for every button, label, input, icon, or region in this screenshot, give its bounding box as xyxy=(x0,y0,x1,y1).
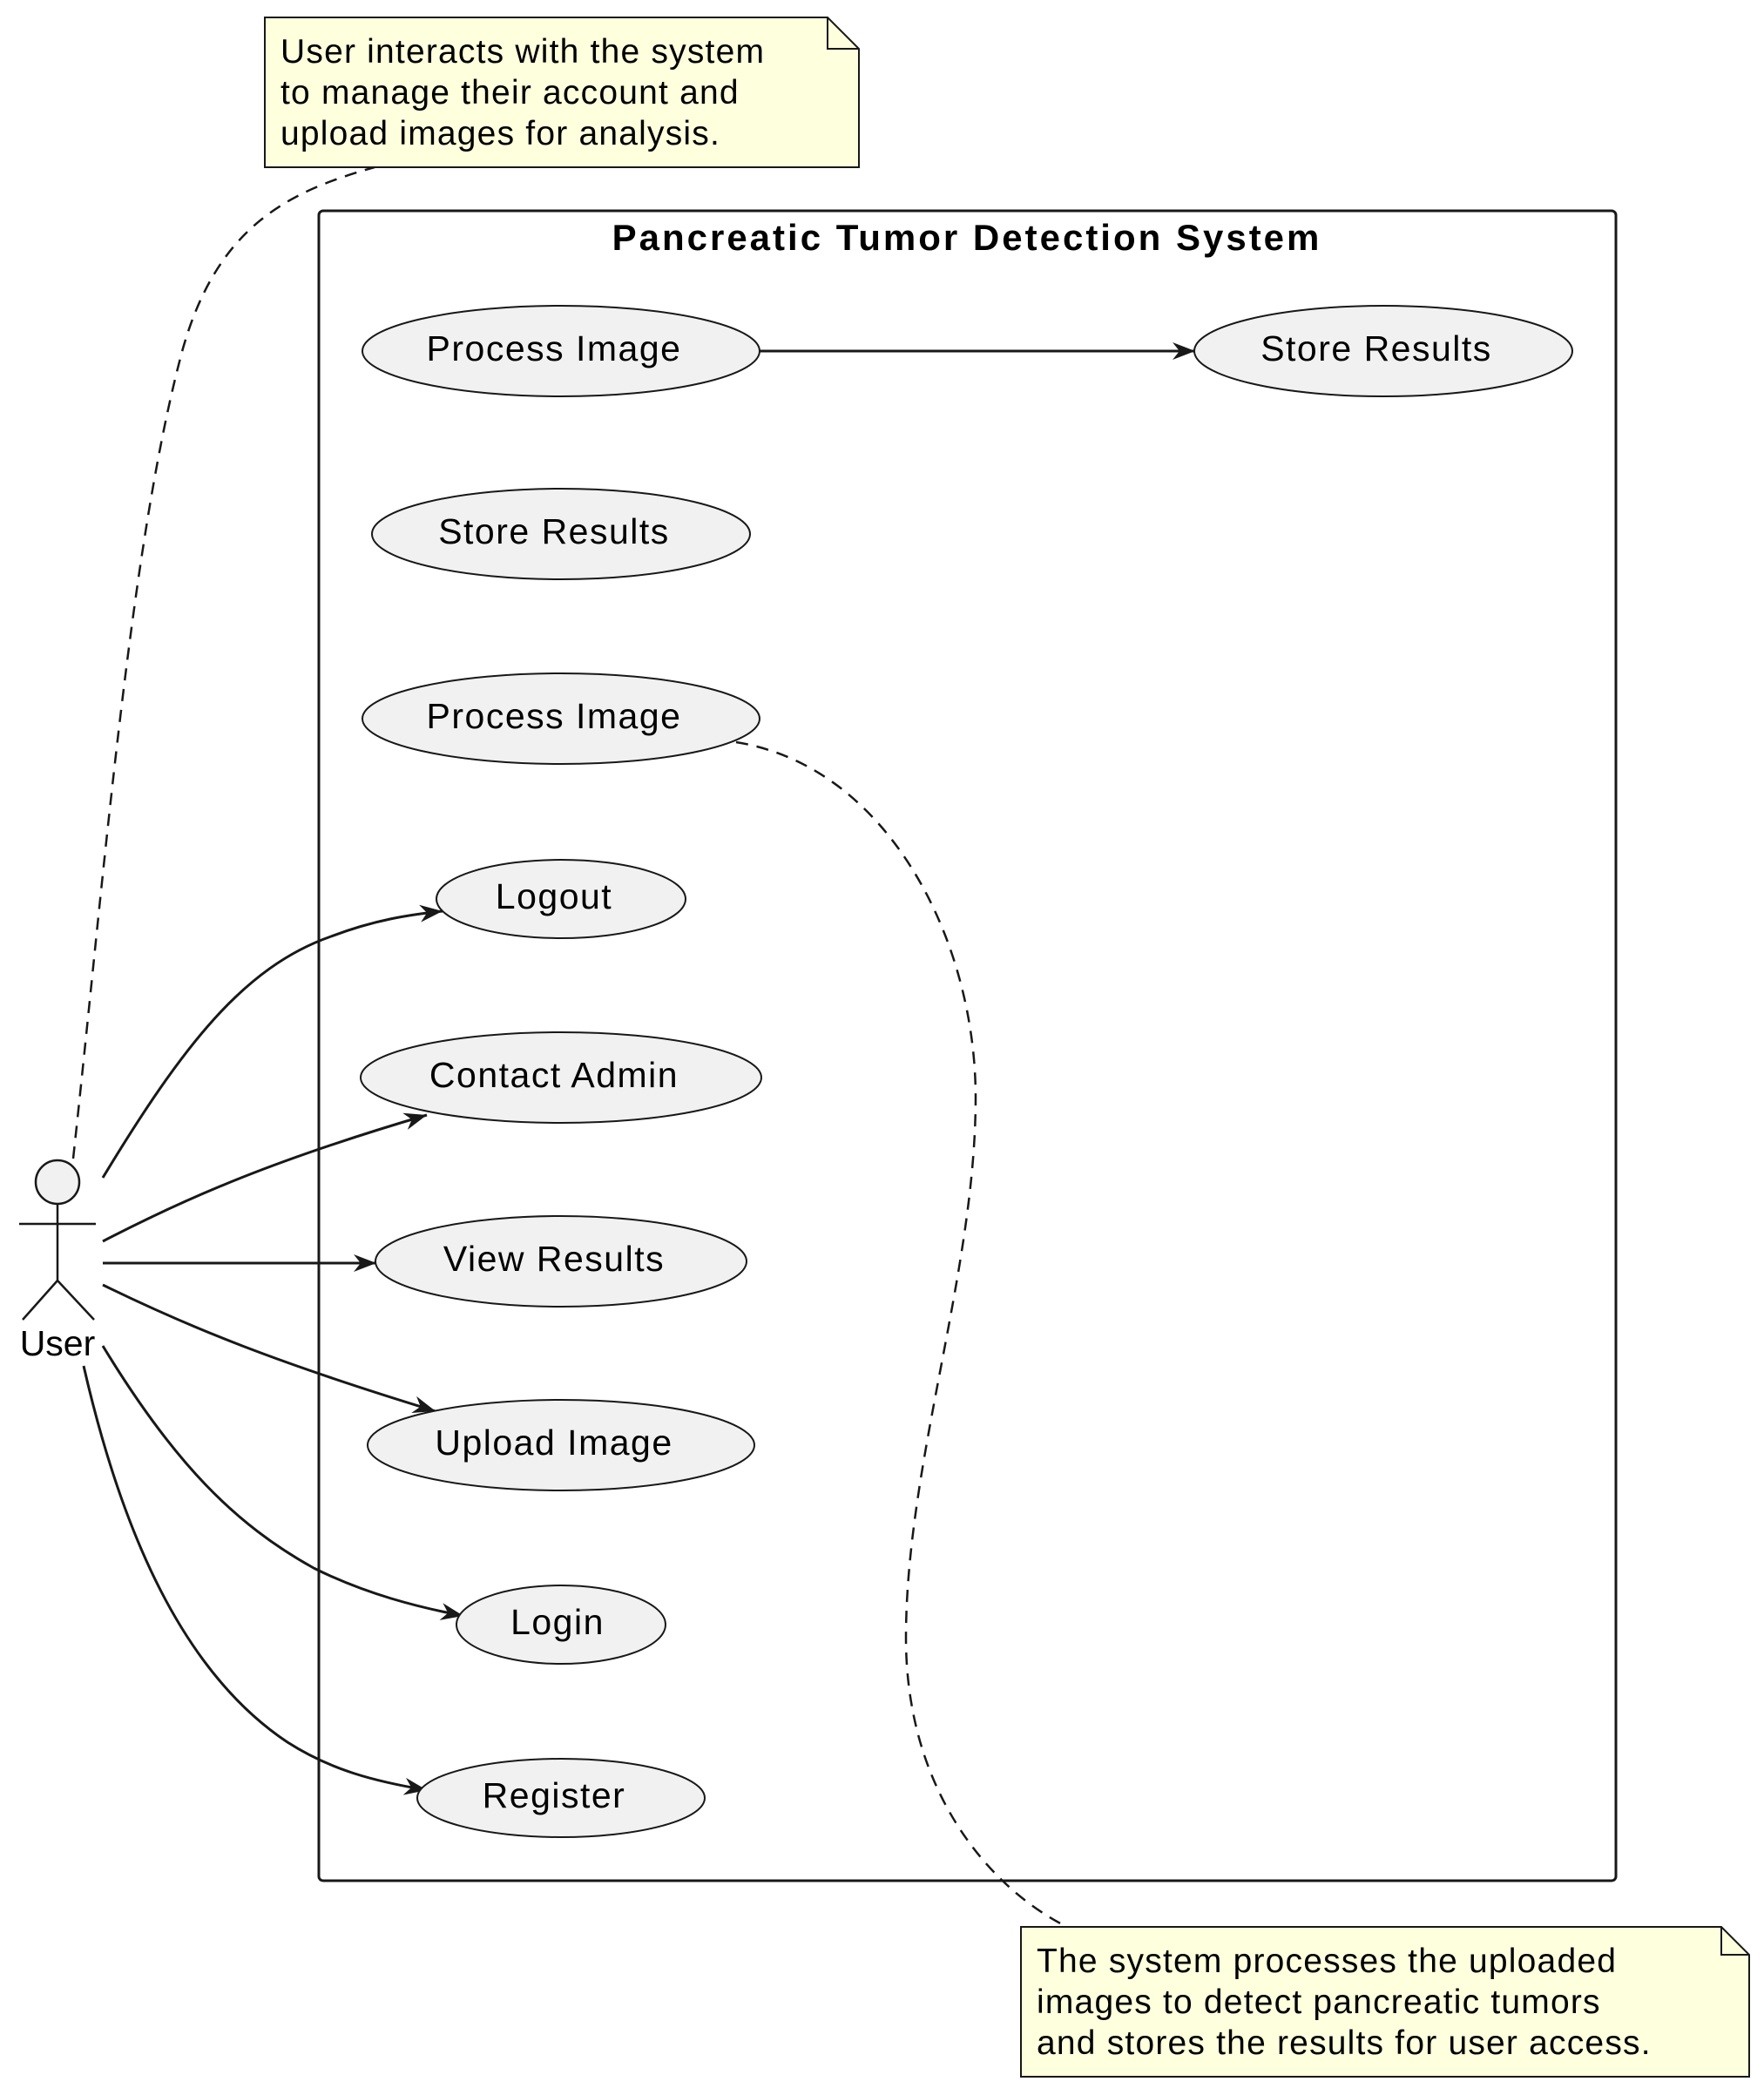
user-note-line-2: to manage their account and xyxy=(280,74,740,112)
system-note-line-1: The system processes the uploaded xyxy=(1037,1943,1617,1980)
use-case-register[interactable]: Register xyxy=(416,1758,706,1838)
system-note-connector xyxy=(735,740,1068,1929)
user-note-line-3: upload images for analysis. xyxy=(280,115,720,152)
use-case-label: Store Results xyxy=(1260,328,1492,368)
boundary-title: Pancreatic Tumor Detection System xyxy=(612,217,1322,258)
use-case-label: Login xyxy=(510,1602,605,1642)
system-boundary: Pancreatic Tumor Detection System xyxy=(317,209,1618,1882)
use-case-label: Process Image xyxy=(427,696,682,736)
user-note: User interacts with the system to manage… xyxy=(264,17,860,168)
use-case-logout[interactable]: Logout xyxy=(436,859,686,939)
use-case-process-image-top[interactable]: Process Image xyxy=(362,305,760,397)
arrow-user-to-upload-image xyxy=(102,1283,436,1413)
use-case-label: Contact Admin xyxy=(429,1055,679,1095)
use-case-login[interactable]: Login xyxy=(456,1585,666,1665)
arrow-user-to-login xyxy=(101,1345,464,1620)
use-case-label: Register xyxy=(483,1775,626,1815)
use-case-view-results[interactable]: View Results xyxy=(375,1215,747,1308)
use-case-label: Process Image xyxy=(427,328,682,368)
use-case-upload-image[interactable]: Upload Image xyxy=(367,1399,755,1491)
system-note-line-2: images to detect pancreatic tumors xyxy=(1037,1983,1601,2021)
use-case-label: Store Results xyxy=(438,511,670,551)
user-note-line-1: User interacts with the system xyxy=(280,33,765,71)
use-case-label: View Results xyxy=(443,1239,665,1279)
use-case-process-image-mid[interactable]: Process Image xyxy=(362,672,760,765)
user-actor[interactable]: User xyxy=(19,1159,96,1363)
arrow-user-to-contact-admin xyxy=(102,1112,428,1243)
arrow-user-to-logout xyxy=(101,904,443,1179)
actor-label: User xyxy=(20,1323,96,1363)
use-case-label: Upload Image xyxy=(435,1423,672,1463)
system-note: The system processes the uploaded images… xyxy=(1020,1926,1750,2078)
system-note-line-3: and stores the results for user access. xyxy=(1037,2024,1652,2062)
use-case-store-results-right[interactable]: Store Results xyxy=(1193,305,1573,397)
use-case-label: Logout xyxy=(496,876,612,916)
use-case-contact-admin[interactable]: Contact Admin xyxy=(360,1031,762,1124)
actor-head xyxy=(34,1159,81,1206)
user-note-connector xyxy=(71,166,375,1159)
use-case-store-results-left[interactable]: Store Results xyxy=(371,488,751,580)
arrow-user-to-register xyxy=(82,1365,428,1795)
